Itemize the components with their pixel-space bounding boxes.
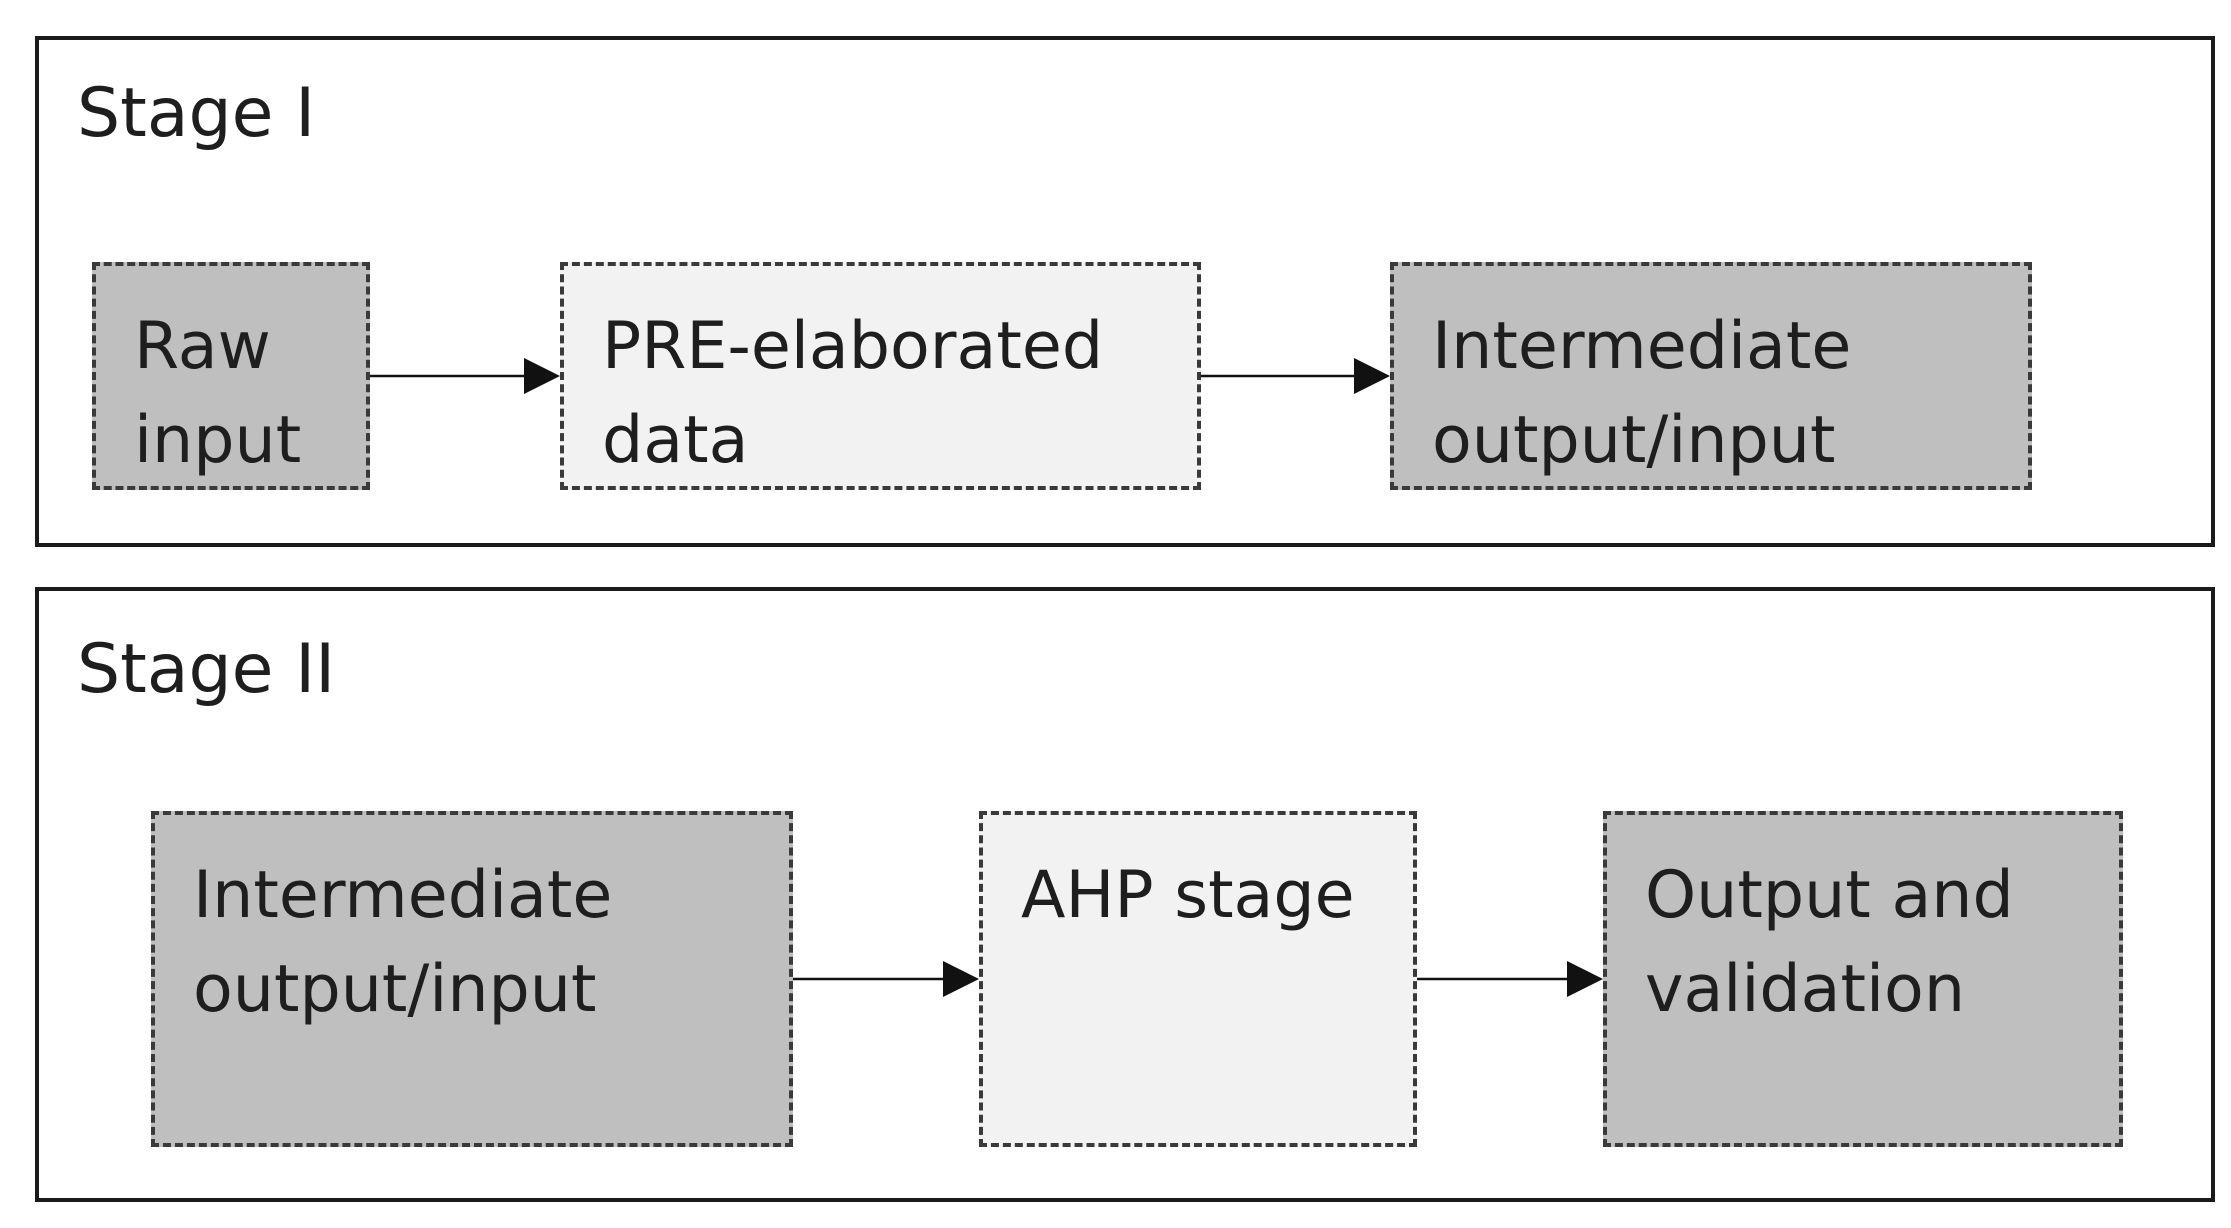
raw-input-box: Raw input [92, 262, 370, 490]
stage-1-intermediate-label-line-2: output/input [1432, 403, 1836, 478]
pre-elaborated-data-box: PRE-elaborated data [560, 262, 1201, 490]
stage-1-intermediate-label-line-1: Intermediate [1432, 309, 1852, 384]
output-validation-box: Output and validation [1603, 811, 2123, 1147]
pre-elaborated-label-line-2: data [602, 403, 749, 478]
stage-2-intermediate-label-line-2: output/input [193, 952, 597, 1027]
ahp-stage-label: AHP stage [1021, 858, 1355, 933]
raw-input-label-line-2: input [134, 403, 302, 478]
stage-2-intermediate-input-box: Intermediate output/input [151, 811, 793, 1147]
output-validation-label-line-2: validation [1645, 952, 1966, 1027]
stage-2-intermediate-label-line-1: Intermediate [193, 858, 613, 933]
ahp-stage-box: AHP stage [979, 811, 1417, 1147]
output-validation-label-line-1: Output and [1645, 858, 2014, 933]
stage-1-title: Stage I [77, 74, 316, 153]
pre-elaborated-label-line-1: PRE-elaborated [602, 309, 1104, 384]
stage-2-title: Stage II [77, 630, 336, 709]
raw-input-label-line-1: Raw [134, 309, 271, 384]
stage-1-intermediate-output-box: Intermediate output/input [1390, 262, 2032, 490]
